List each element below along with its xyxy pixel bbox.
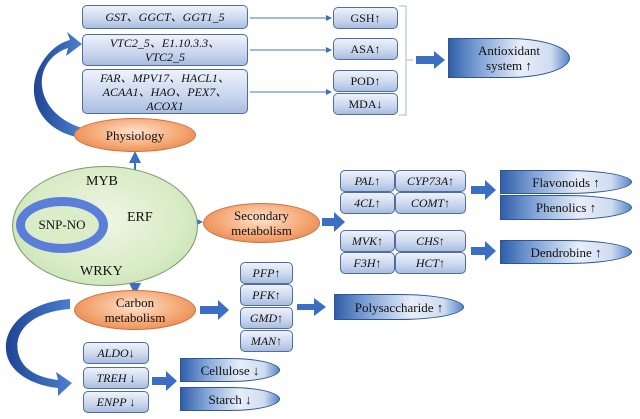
block-arrow-polysaccharide bbox=[297, 298, 326, 316]
curved-arrow-physiology bbox=[33, 32, 82, 138]
carbon-metabolism-oval: Carbon metabolism bbox=[74, 290, 196, 330]
result-antioxidant-system: Antioxidant system ↑ bbox=[448, 38, 570, 78]
physiology-oval: Physiology bbox=[74, 118, 196, 152]
block-arrow-flavonoids bbox=[471, 180, 496, 200]
result-starch: Starch ↓ bbox=[180, 387, 280, 411]
result-text: Phenolics ↑ bbox=[535, 200, 597, 215]
gene-f3h: F3H↑ bbox=[340, 252, 395, 274]
gene-text: COMT↑ bbox=[410, 196, 451, 210]
gene-text: PAL↑ bbox=[354, 174, 381, 188]
bracket bbox=[399, 5, 413, 116]
gene-pfk: PFK↑ bbox=[240, 284, 293, 306]
result-text: Dendrobine ↑ bbox=[530, 244, 602, 260]
result-text: Antioxidant system ↑ bbox=[477, 43, 541, 73]
gene-text: 4CL↑ bbox=[354, 196, 381, 210]
gene-gmd: GMD↑ bbox=[240, 307, 293, 329]
gene-text: HCT↑ bbox=[415, 256, 446, 270]
result-text: Starch ↓ bbox=[208, 391, 252, 407]
gene-text: PFP↑ bbox=[252, 266, 281, 280]
gene-group-text: FAR、MPV17、HACL1、 ACAA1、HAO、PEX7、 ACOX1 bbox=[100, 70, 230, 113]
marker-gsh: GSH↑ bbox=[333, 7, 398, 29]
result-text: Flavonoids ↑ bbox=[532, 174, 600, 190]
block-arrow-secondary bbox=[322, 212, 345, 232]
marker-text: GSH↑ bbox=[350, 10, 381, 25]
gene-text: CYP73A↑ bbox=[406, 174, 455, 188]
gene-hct: HCT↑ bbox=[395, 252, 466, 274]
gene-group-text: VTC2_5、E1.10.3.3、 VTC2_5 bbox=[109, 36, 221, 64]
result-phenolics: Phenolics ↑ bbox=[500, 195, 632, 220]
marker-text: ASA↑ bbox=[350, 41, 381, 56]
result-dendrobine: Dendrobine ↑ bbox=[500, 240, 632, 264]
gene-group-asa: VTC2_5、E1.10.3.3、 VTC2_5 bbox=[82, 34, 248, 66]
marker-pod: POD↑ bbox=[333, 70, 398, 92]
result-text: Polysaccharide ↑ bbox=[354, 299, 444, 315]
gene-comt: COMT↑ bbox=[395, 192, 466, 214]
result-polysaccharide: Polysaccharide ↑ bbox=[334, 294, 464, 320]
curved-arrow-carbon bbox=[5, 299, 73, 396]
gene-text: F3H↑ bbox=[353, 256, 382, 270]
carbon-label: Carbon metabolism bbox=[104, 295, 166, 325]
gene-treh: TREH ↓ bbox=[83, 367, 149, 389]
tf-wrky: WRKY bbox=[80, 264, 123, 279]
tf-myb: MYB bbox=[86, 174, 118, 189]
marker-asa: ASA↑ bbox=[333, 38, 398, 60]
gene-pal: PAL↑ bbox=[340, 170, 395, 192]
gene-cyp73a: CYP73A↑ bbox=[395, 170, 466, 192]
gene-aldo: ALDO↓ bbox=[83, 342, 149, 364]
marker-text: MDA↓ bbox=[348, 96, 383, 111]
block-arrow-dendrobine bbox=[471, 241, 496, 261]
secondary-label: Secondary metabolism bbox=[231, 208, 292, 238]
gene-text: CHS↑ bbox=[416, 234, 445, 248]
secondary-metabolism-oval: Secondary metabolism bbox=[203, 203, 320, 243]
block-arrow-antioxidant bbox=[416, 51, 445, 69]
gene-text: MVK↑ bbox=[351, 234, 384, 248]
gene-text: ENPP ↓ bbox=[96, 395, 136, 409]
snp-no-label: SNP-NO bbox=[38, 217, 86, 232]
gene-text: TREH ↓ bbox=[96, 371, 136, 385]
gene-4cl: 4CL↑ bbox=[340, 192, 395, 214]
gene-text: PFK↑ bbox=[252, 288, 281, 302]
result-flavonoids: Flavonoids ↑ bbox=[500, 170, 632, 194]
gene-group-text: GST、GGCT、GGT1_5 bbox=[105, 10, 225, 24]
result-text: Cellulose ↓ bbox=[200, 362, 260, 378]
gene-group-pod: FAR、MPV17、HACL1、 ACAA1、HAO、PEX7、 ACOX1 bbox=[82, 69, 248, 114]
gene-text: GMD↑ bbox=[249, 311, 284, 325]
physiology-label: Physiology bbox=[105, 127, 165, 143]
marker-text: POD↑ bbox=[350, 73, 381, 88]
snp-no-ring: SNP-NO bbox=[16, 197, 108, 253]
tf-erf: ERF bbox=[127, 210, 153, 225]
gene-text: MAN↑ bbox=[250, 334, 283, 348]
gene-enpp: ENPP ↓ bbox=[83, 391, 149, 413]
gene-chs: CHS↑ bbox=[395, 230, 466, 252]
gene-mvk: MVK↑ bbox=[340, 230, 395, 252]
gene-group-gsh: GST、GGCT、GGT1_5 bbox=[82, 5, 248, 29]
gene-man: MAN↑ bbox=[240, 330, 293, 352]
gene-text: ALDO↓ bbox=[97, 346, 135, 360]
block-arrow-carbon bbox=[200, 300, 229, 320]
result-cellulose: Cellulose ↓ bbox=[180, 358, 280, 382]
marker-mda: MDA↓ bbox=[333, 93, 398, 115]
gene-pfp: PFP↑ bbox=[240, 262, 293, 284]
block-arrow-cellulose bbox=[152, 371, 177, 391]
